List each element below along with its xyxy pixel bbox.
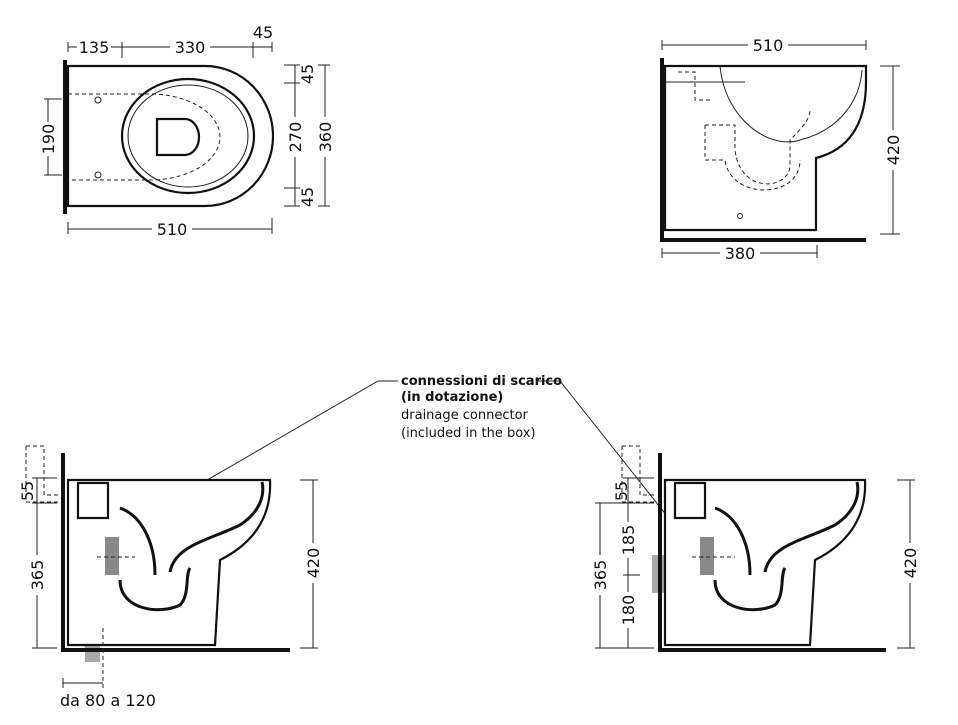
dim-55-left: 55 [18,481,37,501]
dim-510-side: 510 [753,36,784,55]
dim-180: 180 [619,595,638,626]
annotation-title-it: connessioni di scarico [401,374,562,389]
dim-365-left: 365 [28,560,47,591]
dim-510-plan: 510 [157,220,188,239]
dim-45-top: 45 [253,23,273,42]
annotation-sub-it: (in dotazione) [401,390,503,405]
dim-offset: da 80 a 120 [60,691,156,710]
dim-45-b: 45 [298,187,317,207]
annotation-title-en: drainage connector [401,408,529,423]
fixing-hole [94,171,102,179]
dim-420-left: 420 [304,548,323,579]
toilet-outline [66,478,272,647]
plan-view: 135 330 45 510 190 45 270 45 360 [39,23,335,239]
fixing-hole [94,96,102,104]
dim-45-a: 45 [298,64,317,84]
install-view-floor-drain: 55 365 420 da 80 a 120 [18,445,323,710]
dim-135: 135 [79,38,110,57]
side-view: 510 420 380 [660,36,903,263]
dim-55-right: 55 [612,481,631,501]
annotation-sub-en: (included in the box) [401,426,536,441]
dim-365-right: 365 [591,560,610,591]
toilet-outline [663,478,867,647]
toilet-outline-side [663,64,868,232]
dim-185: 185 [619,525,638,556]
drainage-annotation: connessioni di scarico (in dotazione) dr… [94,374,691,546]
dim-420-side: 420 [884,135,903,166]
drain-opening [155,117,201,157]
dim-360: 360 [316,122,335,153]
dim-330: 330 [175,38,206,57]
dim-190: 190 [39,124,58,155]
dim-420-right: 420 [901,548,920,579]
dim-380: 380 [725,244,756,263]
install-view-wall-drain: 55 365 185 180 420 [591,445,920,652]
dim-270: 270 [286,122,305,153]
